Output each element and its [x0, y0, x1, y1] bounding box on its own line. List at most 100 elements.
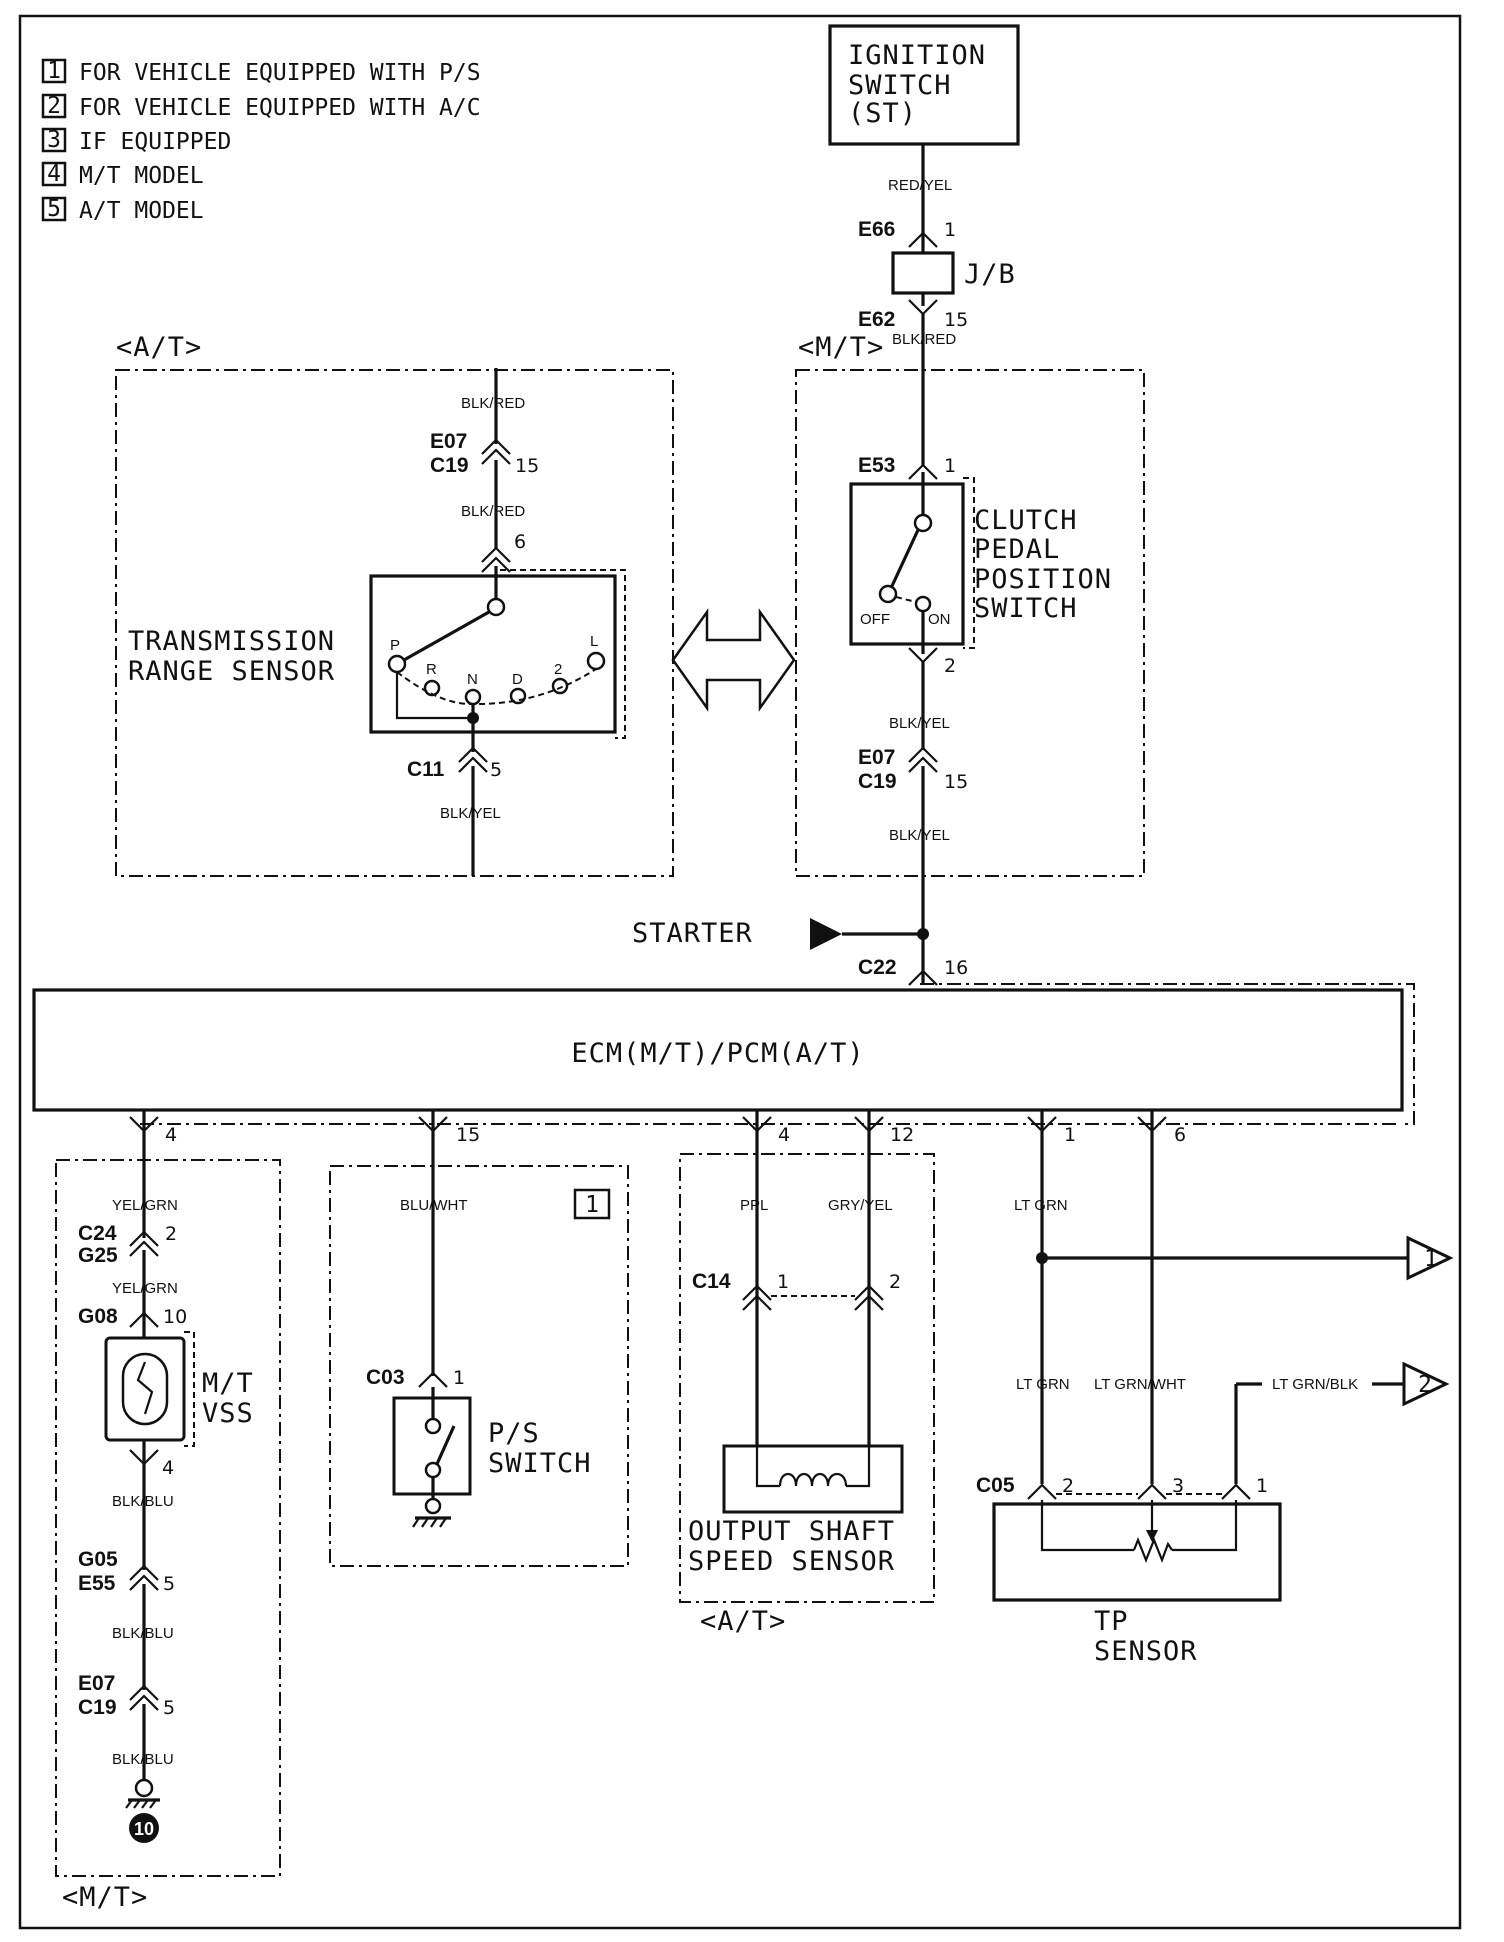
starter-output: STARTER C22 16: [632, 918, 968, 987]
connector-c05: [1220, 1483, 1252, 1501]
switch-arm: [403, 610, 490, 662]
position-label-n: N: [467, 671, 478, 688]
reference-number: 1: [1424, 1246, 1438, 1272]
switch-state-off: OFF: [860, 611, 890, 628]
tp-sensor-section: 1 6 LT GRN 1 LT GRN/BLK 2 LT GRN LT GRN/…: [976, 1110, 1454, 1667]
pin-label: 1: [453, 1367, 465, 1389]
ps-option-number: 1: [585, 1192, 599, 1218]
transmission-range-sensor-label-2: RANGE SENSOR: [128, 656, 335, 687]
ignition-switch-label-1: IGNITION: [848, 40, 986, 71]
at-tag: <A/T>: [116, 332, 202, 363]
wire-color-label: PPL: [740, 1197, 768, 1214]
legend-number: 2: [47, 93, 61, 119]
switch-state-on: ON: [928, 611, 951, 628]
position-label-2: 2: [554, 661, 562, 678]
connector-label-c19: C19: [858, 770, 897, 793]
connector-label-e07: E07: [430, 430, 467, 453]
wire-color-label: YEL/GRN: [112, 1280, 178, 1297]
ignition-switch: IGNITION SWITCH (ST): [828, 24, 1020, 146]
pin-label: 15: [944, 771, 968, 793]
connector-label-c14: C14: [692, 1270, 731, 1293]
pin-label: 16: [944, 957, 968, 979]
connector-label-g05: G05: [78, 1548, 118, 1571]
clutch-switch-label-4: SWITCH: [974, 593, 1078, 624]
ps-switch-section: 1 15 BLU/WHT C03 1 P/S SWITCH: [329, 1110, 629, 1567]
pin-label: 1: [1064, 1124, 1076, 1146]
pin-label: 15: [456, 1124, 480, 1146]
legend-number: 5: [47, 196, 61, 222]
ecm-pcm-label: ECM(M/T)/PCM(A/T): [571, 1038, 864, 1069]
clutch-switch-label-3: POSITION: [974, 564, 1112, 595]
legend-item-2: 2 FOR VEHICLE EQUIPPED WITH A/C: [41, 93, 481, 121]
pin-label: 1: [1256, 1475, 1268, 1497]
position-label-l: L: [590, 633, 598, 650]
oss-label-2: SPEED SENSOR: [688, 1546, 895, 1577]
wire: [1172, 1500, 1238, 1552]
wire: [755, 1446, 780, 1488]
mt-tag: <M/T>: [798, 332, 884, 363]
reference-arrow-icon: [1402, 1361, 1450, 1407]
legend-text: IF EQUIPPED: [79, 129, 231, 155]
wire-color-label: LT GRN: [1014, 1197, 1068, 1214]
vss-coil-icon: [136, 1361, 154, 1415]
pin-label: 2: [1062, 1475, 1074, 1497]
pin-label: 12: [890, 1124, 914, 1146]
ground-point-badge: [129, 1813, 159, 1843]
clutch-pedal-position-switch: [849, 482, 965, 646]
pin-label: 15: [515, 455, 539, 477]
ecm-pcm: ECM(M/T)/PCM(A/T): [32, 983, 1415, 1125]
connector-label-e53: E53: [858, 454, 895, 477]
pin-label: 1: [777, 1271, 789, 1293]
legend-number: 1: [47, 58, 61, 84]
legend-text: A/T MODEL: [79, 198, 204, 224]
wire-color-label: BLK/YEL: [889, 827, 950, 844]
wire-color-label: BLK/BLU: [112, 1625, 174, 1642]
wire-color-label: LT GRN/BLK: [1272, 1376, 1358, 1393]
legend-text: M/T MODEL: [79, 163, 204, 189]
connector-label-c19: C19: [430, 454, 469, 477]
pin-label: 15: [944, 309, 968, 331]
wire-color-label: BLK/BLU: [112, 1751, 174, 1768]
pin-label: 3: [1172, 1475, 1184, 1497]
wire-color-label: BLK/RED: [461, 503, 525, 520]
connector-label-g08: G08: [78, 1305, 118, 1328]
wire-color-label: BLU/WHT: [400, 1197, 468, 1214]
legend-number: 4: [47, 161, 61, 187]
tp-sensor-label-1: TP: [1094, 1606, 1129, 1637]
transmission-range-sensor: [369, 574, 617, 734]
ignition-switch-label-3: (ST): [848, 98, 917, 129]
connector-label-e07: E07: [78, 1672, 115, 1695]
wire-color-label: RED/YEL: [888, 177, 952, 194]
connector-c05: [1026, 1483, 1058, 1501]
ground-icon: [424, 1497, 442, 1515]
connector-label-c05: C05: [976, 1474, 1015, 1497]
at-option-box: <A/T> BLK/RED E07 C19 15 BLK/RED 6 TRANS…: [115, 332, 674, 877]
pin-label: 6: [514, 531, 526, 553]
either-or-arrow: [671, 608, 796, 712]
pin-label: 5: [490, 759, 502, 781]
legend-item-3: 3 IF EQUIPPED: [41, 127, 231, 155]
connector-label-c03: C03: [366, 1366, 405, 1389]
position-label-d: D: [512, 671, 523, 688]
wire-color-label: LT GRN: [1016, 1376, 1070, 1393]
reference-arrow-icon: [1406, 1235, 1454, 1281]
connector-label-e66: E66: [858, 218, 895, 241]
connector-label-c11: C11: [407, 758, 445, 781]
connector-label-c22: C22: [858, 956, 897, 979]
wire: [846, 1446, 871, 1488]
mt-option-box: <M/T> E53 1 OFF ON CLUTCH PEDAL POSITION…: [795, 332, 1145, 984]
clutch-switch-label-1: CLUTCH: [974, 505, 1078, 536]
wire-color-label: BLK/YEL: [889, 715, 950, 732]
coil-icon: [778, 1472, 848, 1487]
switch-arm: [890, 529, 920, 587]
pin-label: 4: [162, 1457, 174, 1479]
pin-label: 4: [778, 1124, 790, 1146]
ignition-switch-label-2: SWITCH: [848, 70, 952, 101]
position-label-p: P: [390, 637, 400, 654]
pin-label: 1: [944, 219, 956, 241]
oss-label-1: OUTPUT SHAFT: [688, 1516, 895, 1547]
vss-magnet-icon: [121, 1352, 169, 1426]
at-tag: <A/T>: [700, 1606, 786, 1637]
resistor-icon: [1132, 1537, 1173, 1564]
mt-tag: <M/T>: [62, 1882, 148, 1913]
